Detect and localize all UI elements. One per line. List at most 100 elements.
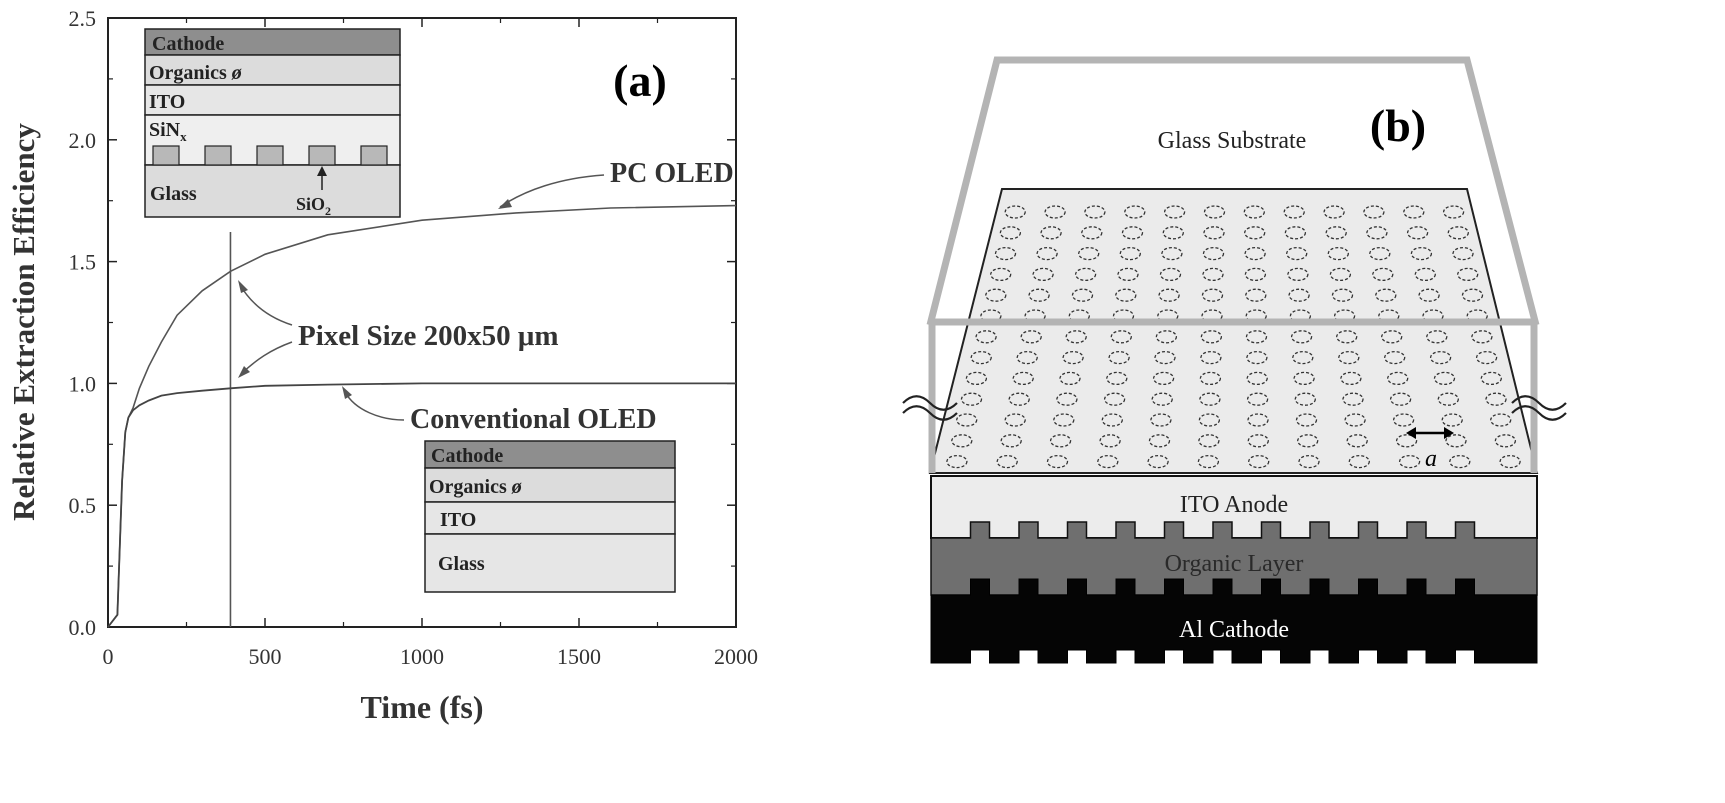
photonic-crystal-hole [1410, 246, 1433, 261]
pixel-size-arrow-upper [239, 284, 293, 326]
photonic-crystal-hole [1203, 226, 1225, 240]
photonic-crystal-hole [1151, 392, 1173, 406]
photonic-crystal-hole [1340, 371, 1362, 386]
pixel-size-arrow-lower [240, 341, 293, 375]
photonic-crystal-hole [1485, 392, 1507, 406]
photonic-crystal-hole [1246, 371, 1268, 386]
photonic-crystal-hole [1244, 246, 1266, 261]
photonic-crystal-hole [1020, 330, 1042, 344]
photonic-crystal-hole [1336, 330, 1358, 344]
photonic-crystal-hole [1338, 350, 1360, 365]
sio2-pillar [256, 145, 284, 166]
photonic-crystal-hole [990, 267, 1012, 282]
photonic-crystal-hole [1461, 288, 1484, 302]
pc-oled-annotation: PC OLED [610, 158, 734, 189]
photonic-crystal-hole [1452, 246, 1474, 261]
pixel-size-arrowhead-lower [238, 366, 250, 378]
photonic-crystal-hole [1381, 330, 1403, 344]
lattice-arrowhead-left [1406, 427, 1416, 439]
photonic-crystal-hole [1442, 205, 1465, 219]
photonic-crystal-hole [1494, 434, 1517, 448]
photonic-crystal-hole [1155, 330, 1178, 344]
photonic-crystal-hole [1159, 267, 1182, 282]
photonic-crystal-hole [1294, 392, 1316, 406]
photonic-crystal-hole [1471, 330, 1493, 344]
photonic-crystal-hole [1199, 392, 1221, 406]
photonic-crystal-hole [975, 330, 997, 344]
inset-bottom-organics-label: Organics ø [429, 476, 523, 498]
photonic-crystal-hole [1115, 288, 1137, 302]
photonic-crystal-hole [1389, 392, 1412, 406]
al-cathode-label: Al Cathode [1179, 617, 1289, 643]
break-mark-left [902, 395, 958, 411]
photonic-crystal-hole [1290, 330, 1313, 344]
photonic-crystal-hole [1163, 205, 1186, 219]
photonic-crystal-hole [1342, 392, 1364, 406]
photonic-crystal-hole [1121, 226, 1144, 240]
inset-top-cathode-label: Cathode [152, 33, 224, 55]
photonic-crystal-hole [1372, 267, 1394, 282]
photonic-crystal-hole [985, 288, 1007, 302]
photonic-crystal-hole [1283, 205, 1305, 219]
inset-bottom-glass-label: Glass [438, 553, 485, 575]
photonic-crystal-hole [1032, 267, 1054, 282]
photonic-crystal-hole [946, 454, 968, 469]
photonic-crystal-hole [1286, 246, 1308, 261]
photonic-crystal-hole [1004, 205, 1026, 219]
conventional-oled-annotation: Conventional OLED [410, 404, 657, 435]
photonic-crystal-hole [1329, 267, 1352, 282]
pixel-size-annotation: Pixel Size 200x50 μm [298, 320, 558, 352]
break-mark-right [1511, 405, 1567, 421]
photonic-crystal-hole [1081, 226, 1103, 240]
photonic-crystal-hole [1097, 454, 1119, 469]
photonic-crystal-hole [1406, 226, 1429, 240]
inset-top-glass-layer [144, 164, 401, 218]
inset-top-organics-label: Organics ø [149, 62, 243, 84]
sio2-label: SiO2 [296, 194, 331, 218]
y-tick-label: 2.0 [69, 128, 97, 153]
photonic-crystal-hole [1298, 454, 1320, 469]
glass-substrate-back-frame [926, 56, 1540, 326]
series-line-conventional-oled [107, 382, 736, 628]
photonic-crystal-hole [1395, 434, 1418, 448]
photonic-crystal-hole [1071, 288, 1094, 302]
x-tick-label: 1000 [400, 644, 444, 669]
photonic-crystal-hole [1162, 226, 1184, 240]
photonic-crystal-hole [1369, 246, 1391, 261]
photonic-crystal-hole [1201, 288, 1224, 302]
photonic-crystal-hole [1293, 371, 1315, 386]
photonic-crystal-hole [1418, 288, 1440, 302]
inset-bottom-glass-layer [424, 533, 676, 593]
y-tick-label: 0.5 [69, 493, 97, 518]
inset-top-sin-label: SiNx [149, 119, 187, 144]
photonic-crystal-hole [965, 371, 988, 386]
photonic-crystal-hole [1426, 330, 1448, 344]
photonic-crystal-hole [1387, 371, 1409, 386]
y-tick-label: 0.0 [69, 615, 97, 640]
photonic-crystal-hole [1044, 205, 1066, 219]
sio2-pointer-head [317, 166, 327, 176]
photonic-crystal-hole [1433, 371, 1456, 386]
photonic-crystal-hole [1445, 434, 1467, 448]
photonic-crystal-hole [1004, 413, 1026, 427]
photonic-crystal-hole [1200, 350, 1222, 365]
y-tick-label: 1.5 [69, 250, 97, 275]
photonic-crystal-hole [1198, 434, 1220, 448]
photonic-crystal-hole [1246, 350, 1268, 365]
photonic-crystal-plate [928, 188, 1539, 474]
inset-bottom-ito-layer [424, 501, 676, 535]
photonic-crystal-hole [1119, 246, 1141, 261]
y-axis-label: Relative Extraction Efficiency [6, 123, 41, 521]
photonic-crystal-hole [1203, 205, 1226, 219]
inset-top-cathode-layer [144, 28, 401, 56]
photonic-crystal-hole [1200, 330, 1223, 344]
photonic-crystal-hole [1429, 350, 1452, 365]
photonic-crystal-hole [1202, 246, 1225, 261]
photonic-crystal-hole [1437, 392, 1459, 406]
inset-top-glass-label: Glass [150, 183, 197, 205]
photonic-crystal-hole [1245, 330, 1268, 344]
x-tick-label: 1500 [557, 644, 601, 669]
pc-oled-arrow [499, 174, 605, 208]
